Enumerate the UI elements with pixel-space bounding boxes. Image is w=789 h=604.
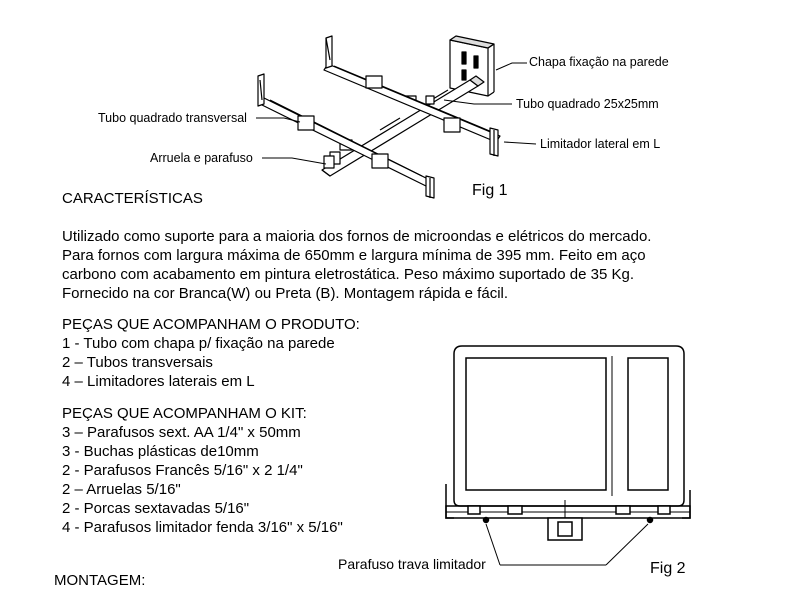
assembly-heading: MONTAGEM: — [54, 572, 146, 589]
fig1-label: Fig 1 — [472, 182, 508, 199]
characteristics-line: Para fornos com largura máxima de 650mm … — [62, 247, 646, 264]
list-item: 4 - Parafusos limitador fenda 3/16" x 5/… — [62, 519, 343, 536]
kit-parts-heading: PEÇAS QUE ACOMPANHAM O KIT: — [62, 405, 307, 422]
oven-control-panel — [627, 357, 669, 491]
lower-cross-tube-part — [257, 73, 435, 199]
washer-screw-part — [323, 155, 335, 169]
wall-plate-part — [449, 35, 495, 97]
oven-body — [453, 345, 685, 507]
characteristics-heading: CARACTERÍSTICAS — [62, 190, 203, 207]
product-parts-list: 1 - Tubo com chapa p/ fixação na parede … — [62, 334, 360, 391]
product-parts-section: PEÇAS QUE ACOMPANHAM O PRODUTO: 1 - Tubo… — [62, 315, 360, 391]
oven-window — [465, 357, 607, 491]
list-item: 2 – Tubos transversais — [62, 354, 213, 371]
callout-cross-tube: Tubo quadrado transversal — [98, 111, 247, 125]
callout-washer-screw: Arruela e parafuso — [150, 151, 253, 165]
characteristics-paragraph: Utilizado como suporte para a maioria do… — [62, 227, 651, 303]
list-item: 2 - Parafusos Francês 5/16" x 2 1/4" — [62, 462, 303, 479]
kit-parts-section: PEÇAS QUE ACOMPANHAM O KIT: 3 – Parafuso… — [62, 404, 343, 537]
characteristics-line: carbono com acabamento em pintura eletro… — [62, 266, 634, 283]
callout-lateral-limiter: Limitador lateral em L — [540, 137, 661, 151]
list-item: 2 - Porcas sextavadas 5/16" — [62, 500, 250, 517]
list-item: 2 – Arruelas 5/16" — [62, 481, 181, 498]
upper-cross-tube-part — [323, 35, 501, 157]
characteristics-line: Fornecido na cor Branca(W) ou Preta (B).… — [62, 285, 509, 302]
list-item: 1 - Tubo com chapa p/ fixação na parede — [62, 335, 335, 352]
list-item: 4 – Limitadores laterais em L — [62, 373, 255, 390]
product-parts-heading: PEÇAS QUE ACOMPANHAM O PRODUTO: — [62, 316, 360, 333]
callout-wall-plate: Chapa fixação na parede — [529, 55, 669, 69]
callout-lock-screw: Parafuso trava limitador — [338, 556, 486, 572]
list-item: 3 - Buchas plásticas de10mm — [62, 443, 259, 460]
fig2-label: Fig 2 — [650, 560, 686, 577]
list-item: 3 – Parafusos sext. AA 1/4" x 50mm — [62, 424, 301, 441]
characteristics-line: Utilizado como suporte para a maioria do… — [62, 228, 652, 245]
kit-parts-list: 3 – Parafusos sext. AA 1/4" x 50mm 3 - B… — [62, 423, 343, 537]
callout-square-tube: Tubo quadrado 25x25mm — [516, 97, 659, 111]
